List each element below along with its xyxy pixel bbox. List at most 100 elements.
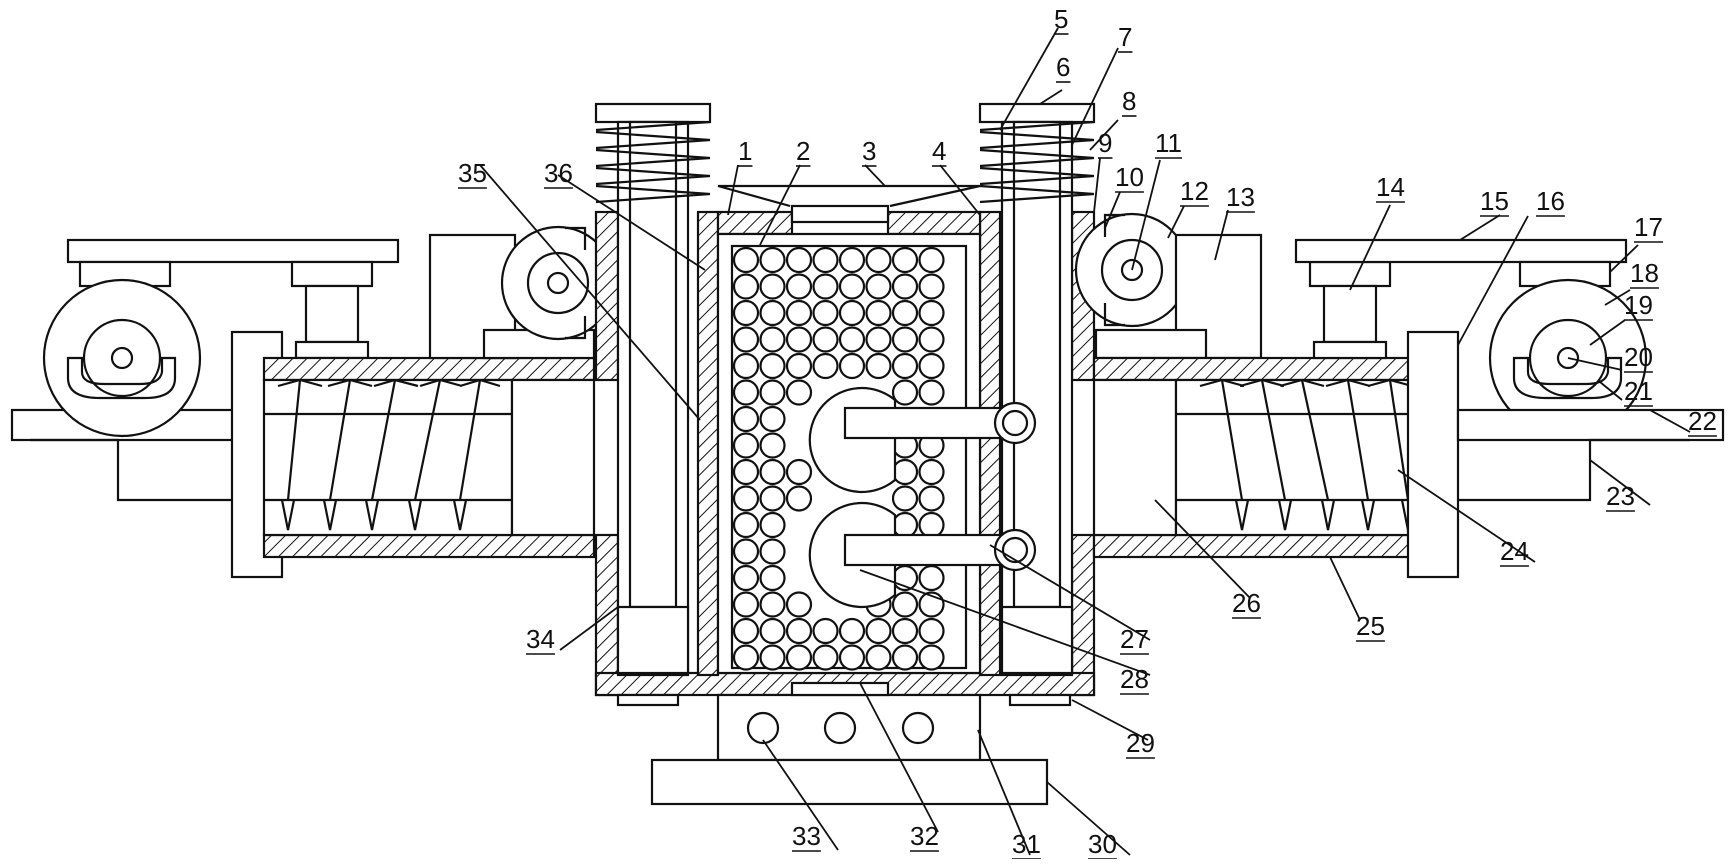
- ball: [732, 432, 760, 459]
- ball: [759, 352, 786, 380]
- callout-31: 31: [1012, 829, 1041, 859]
- ball: [812, 299, 839, 327]
- ball: [918, 352, 945, 380]
- ball: [918, 511, 945, 539]
- inner-right-wall: [978, 210, 1002, 677]
- right-support: [1458, 438, 1690, 502]
- ball: [891, 617, 919, 645]
- left-screw-blades: [277, 378, 501, 531]
- left-outer-wall: [594, 210, 620, 382]
- left-support: [30, 438, 237, 502]
- ball: [732, 299, 760, 327]
- left-cylinder-base: [294, 340, 370, 360]
- callout-11: 11: [1155, 128, 1182, 158]
- right-drive-cam: [1103, 213, 1125, 327]
- ball: [865, 352, 892, 380]
- ball: [759, 299, 786, 327]
- left-connector-block: [510, 378, 596, 537]
- callout-9: 9: [1098, 128, 1112, 158]
- ball: [918, 485, 945, 512]
- ball: [838, 326, 866, 353]
- ball: [812, 617, 839, 645]
- ball: [918, 246, 945, 274]
- left-tube-top: [262, 356, 596, 382]
- ball: [759, 379, 786, 406]
- ball: [918, 617, 945, 645]
- ball: [785, 485, 813, 512]
- callout-29: 29: [1126, 728, 1155, 758]
- ball: [891, 352, 919, 380]
- callout-13: 13: [1226, 182, 1255, 212]
- ball: [759, 538, 786, 565]
- ball: [891, 299, 919, 327]
- callout-3: 3: [862, 136, 876, 166]
- callout-33: 33: [792, 821, 821, 851]
- ball: [865, 273, 892, 300]
- left-top-plate: [66, 238, 400, 264]
- left-tube-cavity: [262, 378, 514, 537]
- ball: [732, 538, 760, 565]
- upper-stirrer: [808, 386, 1037, 494]
- ball: [838, 273, 866, 300]
- base-plate: [650, 758, 1049, 806]
- callout-21: 21: [1624, 376, 1653, 406]
- callout-25: 25: [1356, 611, 1385, 641]
- right-cylinder-cap: [1308, 260, 1392, 288]
- right-tube-cavity: [1174, 378, 1426, 537]
- ball: [759, 485, 786, 512]
- right-outer-wall-lower: [1070, 533, 1096, 697]
- ball: [812, 352, 839, 380]
- ball: [865, 326, 892, 353]
- ball: [732, 273, 760, 300]
- callout-35: 35: [458, 158, 487, 188]
- ball: [785, 352, 813, 380]
- callout-24: 24: [1500, 536, 1529, 566]
- ball: [865, 617, 892, 645]
- ball: [759, 405, 786, 433]
- left-assembly: [10, 225, 616, 579]
- vent-hole-2: [823, 711, 857, 745]
- callout-27: 27: [1120, 624, 1149, 654]
- right-roller-cup: [1512, 356, 1623, 400]
- callout-19: 19: [1624, 290, 1653, 320]
- callout-6: 6: [1056, 52, 1070, 82]
- ball: [812, 644, 839, 671]
- callout-10: 10: [1115, 162, 1144, 192]
- ball: [732, 326, 760, 353]
- ball: [891, 246, 919, 274]
- callout-32: 32: [910, 821, 939, 851]
- left-roller-cup: [66, 356, 177, 400]
- top-feed-opening: [790, 204, 890, 224]
- callout-4: 4: [932, 136, 946, 166]
- ball: [785, 326, 813, 353]
- ball: [732, 405, 760, 433]
- right-connector-block: [1092, 378, 1178, 537]
- right-post-foot: [1000, 605, 1074, 675]
- right-end-plate: [1406, 330, 1460, 579]
- ball: [918, 299, 945, 327]
- ball: [785, 299, 813, 327]
- ball: [918, 273, 945, 300]
- ball: [865, 644, 892, 671]
- ball: [918, 458, 945, 486]
- ball: [891, 326, 919, 353]
- callout-34: 34: [526, 624, 555, 654]
- right-rail: [1456, 408, 1725, 442]
- ball: [918, 326, 945, 353]
- callout-8: 8: [1122, 86, 1136, 116]
- ball: [759, 432, 786, 459]
- ball: [891, 458, 919, 486]
- ball: [918, 379, 945, 406]
- lower-stirrer: [808, 501, 1037, 609]
- inner-left-wall: [696, 210, 720, 677]
- callout-14: 14: [1376, 172, 1405, 202]
- top-cover-right: [886, 210, 982, 236]
- ball: [759, 458, 786, 486]
- left-post-foot: [616, 605, 690, 675]
- callout-36: 36: [544, 158, 573, 188]
- ball: [838, 246, 866, 274]
- left-post-cap: [594, 102, 712, 124]
- top-cover-left: [716, 210, 794, 236]
- right-cylinder-base: [1312, 340, 1388, 360]
